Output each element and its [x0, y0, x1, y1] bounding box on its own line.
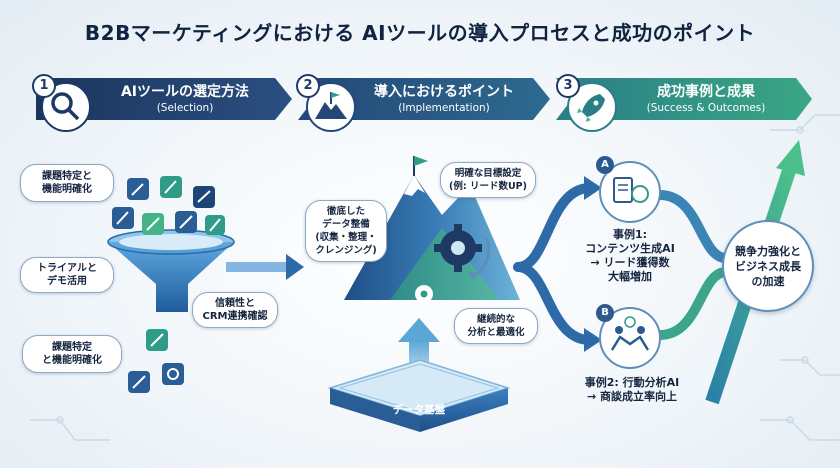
step-title: 導入におけるポイント: [374, 84, 514, 100]
case-a-badge: A: [596, 156, 614, 174]
data-foundation-label: データ基盤: [392, 404, 446, 416]
selection-bubble-crm: 信頼性と CRM連携確認: [192, 292, 278, 328]
branch-arrowhead-b: [584, 328, 602, 352]
selection-funnel: [107, 229, 235, 312]
selection-bubble-problem-2: 課題特定 と機能明確化: [22, 335, 122, 373]
magnifier-icon: [51, 92, 80, 121]
case-b-text: 事例2: 行動分析AI → 商談成立率向上: [584, 376, 680, 403]
case-b-circle: [599, 307, 661, 369]
case-b-badge: B: [596, 304, 614, 322]
implementation-bubble-data-prep: 徹底した データ整備 (収集・整理・ クレンジング): [305, 200, 387, 262]
gear-graphic: [415, 224, 491, 303]
step-header-selection: AIツールの選定方法 (Selection): [92, 80, 278, 118]
step3-ribbon: [556, 78, 812, 120]
step-number-3: 3: [556, 74, 580, 98]
branch-arrowhead-a: [584, 176, 602, 200]
page-title: B2Bマーケティングにおける AIツールの導入プロセスと成功のポイント: [84, 21, 756, 45]
tool-icon-tiles: [112, 176, 225, 235]
summit-icon: [315, 92, 347, 119]
step1-ribbon: [36, 78, 292, 120]
step-number-2: 2: [296, 74, 320, 98]
bottom-tool-tiles: [128, 329, 184, 393]
step-subtitle: (Selection): [156, 102, 214, 114]
implementation-bubble-goal: 明確な目標設定 (例: リード数UP): [440, 162, 536, 198]
step-title: 成功事例と成果: [657, 84, 755, 100]
step2-ribbon: [298, 78, 550, 120]
result-circle: 競争力強化と ビジネス成長 の加速: [722, 220, 814, 312]
step-header-outcomes: 成功事例と成果 (Success & Outcomes): [616, 80, 796, 118]
case-a-text: 事例1: コンテンツ生成AI → リード獲得数 大幅増加: [585, 228, 675, 283]
step1-to-step2-arrow: [226, 254, 304, 280]
rocket-icon: [577, 94, 605, 122]
step-number-1: 1: [32, 74, 56, 98]
selection-bubble-problem: 課題特定と 機能明確化: [20, 164, 114, 202]
circuit-decoration: [30, 114, 840, 441]
handshake-icon: [610, 316, 650, 351]
implementation-mountain: [344, 156, 520, 300]
outcome-branch-arrows: [513, 183, 595, 345]
merge-arrows: [659, 190, 727, 340]
step-subtitle: (Implementation): [398, 102, 490, 114]
step-subtitle: (Success & Outcomes): [646, 102, 766, 114]
step-title: AIツールの選定方法: [120, 84, 250, 100]
data-platform: [327, 359, 511, 432]
selection-bubble-trial: トライアルと デモ活用: [20, 257, 114, 293]
step-header-implementation: 導入におけるポイント (Implementation): [356, 80, 532, 118]
implementation-bubble-optimize: 継続的な 分析と最適化: [454, 308, 538, 344]
case-a-circle: [599, 161, 661, 223]
document-brain-icon: [613, 177, 649, 203]
